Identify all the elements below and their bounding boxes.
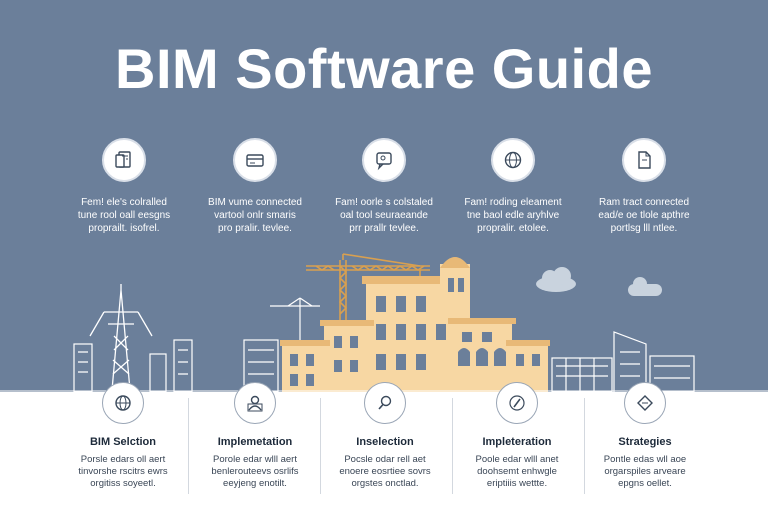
card-title: Strategies xyxy=(618,436,672,448)
info-card: Implemetation Porole edar wlll aert benl… xyxy=(190,382,320,490)
card-text: Pontle edas wll aoe orgarspiles arveare … xyxy=(603,454,687,489)
document-icon xyxy=(102,138,146,182)
feature-item: Ram tract conrected ead/e oe tlole apthr… xyxy=(574,138,714,235)
tower-crane xyxy=(306,253,430,322)
diamond-icon xyxy=(624,382,666,424)
divider xyxy=(320,398,321,494)
feature-item: Fam! oorle s colstaled oal tool seuraean… xyxy=(314,138,454,235)
feature-item: Fam! roding eleament tne baol edle aryhl… xyxy=(443,138,583,235)
card-title: BIM Selction xyxy=(89,436,156,448)
card-text: Poole edar wlll anet doohsemt enhwgle er… xyxy=(475,454,559,489)
right-buildings xyxy=(551,331,695,392)
main-building xyxy=(280,257,550,392)
feature-text: BIM vume connected vartool onlr smaris p… xyxy=(208,197,302,234)
card-text: Porole edar wlll aert benlerouteevs osrl… xyxy=(211,454,299,489)
globe-icon xyxy=(491,138,535,182)
feature-item: Fem! ele's colralled tune rool oall eesg… xyxy=(54,138,194,235)
globe-icon xyxy=(102,382,144,424)
card-icon xyxy=(233,138,277,182)
file-icon xyxy=(622,138,666,182)
divider xyxy=(188,398,189,494)
page-title: BIM Software Guide xyxy=(115,37,653,100)
card-title: Inselection xyxy=(356,436,414,448)
feature-text: Ram tract conrected ead/e oe tlole apthr… xyxy=(598,197,690,234)
info-card: Strategies Pontle edas wll aoe orgarspil… xyxy=(580,382,710,490)
divider xyxy=(452,398,453,494)
user-icon xyxy=(234,382,276,424)
construction-illustration xyxy=(0,253,768,392)
card-title: Impleteration xyxy=(482,436,552,448)
cloud-icon xyxy=(536,267,662,296)
info-card: Impleteration Poole edar wlll anet doohs… xyxy=(452,382,582,490)
pen-icon xyxy=(496,382,538,424)
card-title: Implemetation xyxy=(217,436,293,448)
power-tower xyxy=(89,284,153,391)
feature-item: BIM vume connected vartool onlr smaris p… xyxy=(185,138,325,235)
chat-icon xyxy=(362,138,406,182)
left-buildings xyxy=(73,339,279,392)
card-text: Pocsle odar rell aet enoere eosrtiee sov… xyxy=(339,454,431,489)
card-text: Porsle edars oll aert tinvorshe rscitrs … xyxy=(78,454,168,489)
feature-text: Fam! roding eleament tne baol edle aryhl… xyxy=(464,197,562,234)
feature-text: Fam! oorle s colstaled oal tool seuraean… xyxy=(335,197,433,234)
divider xyxy=(584,398,585,494)
info-card: Inselection Pocsle odar rell aet enoere … xyxy=(320,382,450,490)
crane xyxy=(270,297,320,342)
feature-text: Fem! ele's colralled tune rool oall eesg… xyxy=(77,197,171,234)
search-icon xyxy=(364,382,406,424)
info-card: BIM Selction Porsle edars oll aert tinvo… xyxy=(58,382,188,490)
